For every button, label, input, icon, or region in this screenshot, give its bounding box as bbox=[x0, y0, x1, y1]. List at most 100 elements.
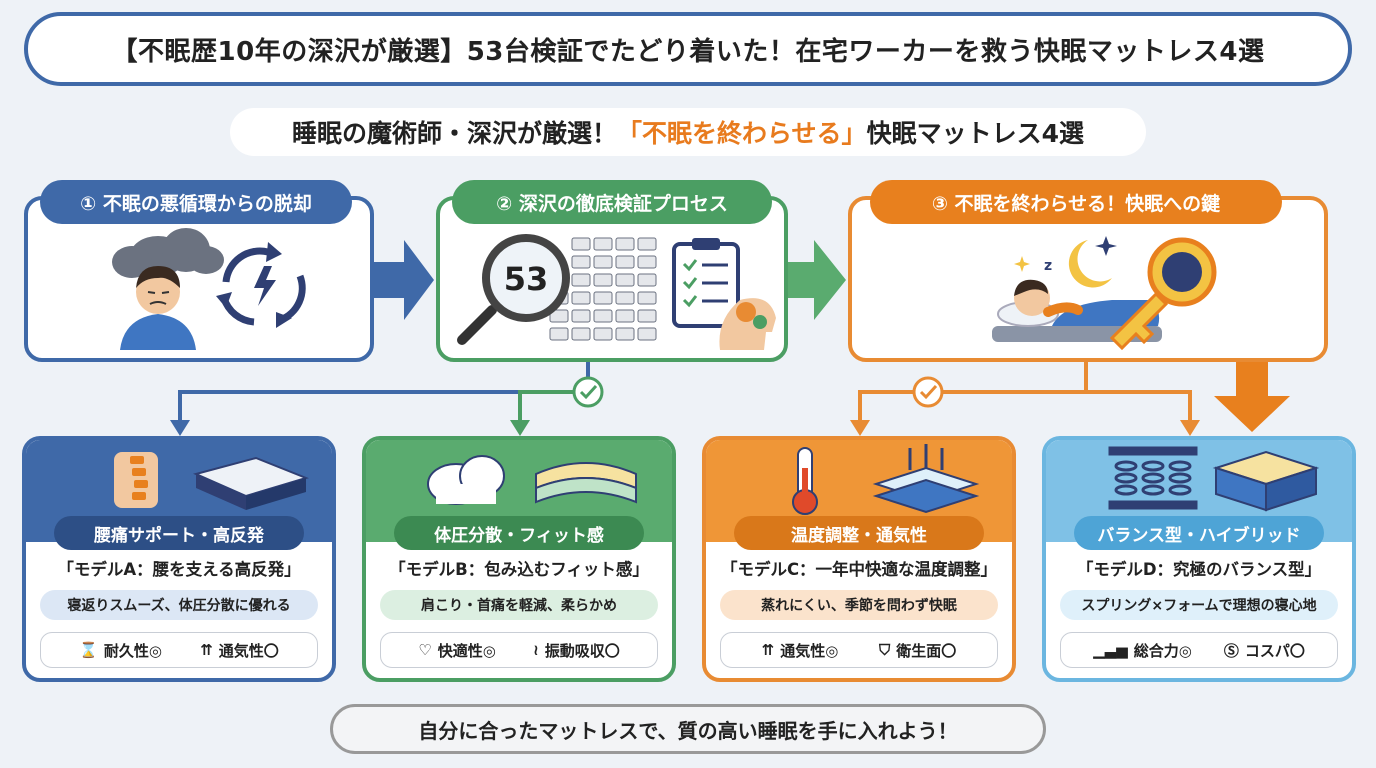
mattress-sample bbox=[593, 237, 613, 251]
subtitle: 睡眠の魔術師・深沢が厳選！ 「不眠を終わらせる」 快眠マットレス4選 bbox=[230, 108, 1146, 156]
mattress-sample bbox=[549, 327, 569, 341]
card-attributes: ♡快適性◎ ≀振動吸収〇 bbox=[380, 632, 658, 668]
airflow-icon: ⇈ bbox=[200, 641, 213, 659]
mattress-sample bbox=[571, 327, 591, 341]
spring-coil-icon bbox=[1108, 446, 1198, 510]
mattress-icon bbox=[192, 456, 310, 510]
mattress-sample bbox=[615, 255, 635, 269]
branch-line-orange bbox=[858, 362, 1088, 428]
mattress-sample bbox=[615, 273, 635, 287]
step1-illustration bbox=[112, 228, 306, 350]
spine-icon bbox=[114, 452, 158, 508]
subtitle-highlight: 「不眠を終わらせる」 bbox=[617, 119, 867, 148]
tired-person-icon bbox=[120, 266, 196, 350]
mattress-sample bbox=[637, 309, 657, 323]
card-description: 肩こり・首痛を軽減、柔らかめ bbox=[380, 590, 658, 620]
mattress-sample bbox=[637, 273, 657, 287]
subtitle-suffix: 快眠マットレス4選 bbox=[866, 119, 1084, 148]
mattress-sample bbox=[571, 273, 591, 287]
hand-heart-icon: ♡ bbox=[418, 641, 432, 659]
page-title: 【不眠歴10年の深沢が厳選】53台検証でたどり着いた！在宅ワーカーを救う快眠マッ… bbox=[24, 12, 1352, 86]
step3-label: ③ 不眠を終わらせる！快眠への鍵 bbox=[870, 180, 1282, 224]
mattress-sample bbox=[571, 309, 591, 323]
mattress-sample bbox=[615, 291, 635, 305]
mattress-sample bbox=[615, 327, 635, 341]
attribute: ≀振動吸収〇 bbox=[533, 641, 620, 660]
magnifier-number: 53 bbox=[504, 260, 549, 298]
foam-layer-icon bbox=[535, 462, 637, 504]
card-category: 腰痛サポート・高反発 bbox=[54, 516, 304, 550]
shield-icon: ⛉ bbox=[879, 641, 891, 659]
key-icon bbox=[1109, 237, 1217, 351]
mattress-sample bbox=[571, 237, 591, 251]
hourglass-icon: ⌛ bbox=[79, 641, 98, 659]
subtitle-prefix: 睡眠の魔術師・深沢が厳選！ bbox=[292, 119, 618, 148]
mattress-sample bbox=[593, 255, 613, 269]
arrow-step1-to-step2 bbox=[374, 240, 434, 320]
card-category: 体圧分散・フィット感 bbox=[394, 516, 644, 550]
magnifier-icon: 53 bbox=[457, 234, 570, 345]
card-model-name: 「モデルB：包み込むフィット感」 bbox=[389, 560, 649, 579]
card-category: 温度調整・通気性 bbox=[734, 516, 984, 550]
thinking-head-icon bbox=[719, 298, 776, 350]
thermometer-icon bbox=[792, 447, 818, 515]
card-description: 寝返りスムーズ、体圧分散に優れる bbox=[40, 590, 318, 620]
card-model-name: 「モデルC：一年中快適な温度調整」 bbox=[720, 560, 998, 579]
card-model-name: 「モデルD：究極のバランス型」 bbox=[1076, 560, 1322, 579]
step2-illustration: 53 bbox=[457, 234, 776, 350]
big-down-arrow bbox=[1214, 362, 1290, 432]
branch-line-green bbox=[518, 390, 588, 428]
mattress-sample bbox=[593, 327, 613, 341]
mattress-sample bbox=[637, 327, 657, 341]
mattress-sample bbox=[593, 273, 613, 287]
product-card-c: 温度調整・通気性 「モデルC：一年中快適な温度調整」 蒸れにくい、季節を問わず快… bbox=[702, 436, 1016, 682]
card-attributes: ⌛耐久性◎ ⇈通気性〇 bbox=[40, 632, 318, 668]
attribute: ♡快適性◎ bbox=[418, 641, 496, 660]
mattress-sample bbox=[571, 291, 591, 305]
mattress-sample bbox=[637, 291, 657, 305]
branch-arrow-green bbox=[510, 420, 530, 436]
branch-line-blue bbox=[178, 362, 590, 428]
moon-icon bbox=[1068, 240, 1112, 288]
coin-icon: Ⓢ bbox=[1223, 641, 1239, 660]
attribute: ⛉衛生面〇 bbox=[879, 641, 957, 660]
storm-cloud-icon bbox=[112, 228, 224, 278]
product-card-b: 体圧分散・フィット感 「モデルB：包み込むフィット感」 肩こり・首痛を軽減、柔ら… bbox=[362, 436, 676, 682]
card-attributes: ⇈通気性◎ ⛉衛生面〇 bbox=[720, 632, 998, 668]
branch-arrow-lightblue bbox=[1180, 420, 1200, 436]
branch-arrow-orange bbox=[850, 420, 870, 436]
product-card-a: 腰痛サポート・高反発 「モデルA：腰を支える高反発」 寝返りスムーズ、体圧分散に… bbox=[22, 436, 336, 682]
attribute: ⇈通気性〇 bbox=[200, 641, 279, 660]
hybrid-foam-icon bbox=[1212, 450, 1320, 512]
step1-label: ① 不眠の悪循環からの脱却 bbox=[40, 180, 352, 224]
branch-arrow-blue bbox=[170, 420, 190, 436]
mattress-sample bbox=[549, 309, 569, 323]
step3-illustration: z bbox=[992, 236, 1217, 351]
cloud-icon bbox=[427, 455, 505, 505]
card-description: 蒸れにくい、季節を問わず快眠 bbox=[720, 590, 998, 620]
branch-line-lightblue bbox=[1086, 390, 1192, 428]
step2-label: ② 深沢の徹底検証プロセス bbox=[452, 180, 772, 224]
mattress-sample bbox=[637, 255, 657, 269]
check-icon-orange bbox=[912, 376, 944, 408]
attribute: ⌛耐久性◎ bbox=[79, 641, 162, 660]
star-icon bbox=[1095, 236, 1117, 256]
attribute: ▁▃▅総合力◎ bbox=[1093, 641, 1192, 660]
mattress-sample bbox=[615, 237, 635, 251]
airflow-layers-icon bbox=[872, 444, 980, 514]
card-category: バランス型・ハイブリッド bbox=[1074, 516, 1324, 550]
product-card-d: バランス型・ハイブリッド 「モデルD：究極のバランス型」 スプリング×フォームで… bbox=[1042, 436, 1356, 682]
attribute: ⇈通気性◎ bbox=[761, 641, 839, 660]
bar-chart-icon: ▁▃▅ bbox=[1093, 641, 1128, 659]
zzz-icon: z bbox=[1044, 258, 1052, 274]
sparkle-icon bbox=[1014, 256, 1030, 272]
mattress-sample bbox=[593, 309, 613, 323]
mattress-sample bbox=[571, 255, 591, 269]
vibration-icon: ≀ bbox=[533, 641, 539, 659]
card-description: スプリング×フォームで理想の寝心地 bbox=[1060, 590, 1338, 620]
mattress-sample bbox=[637, 237, 657, 251]
lightning-icon bbox=[254, 266, 276, 306]
